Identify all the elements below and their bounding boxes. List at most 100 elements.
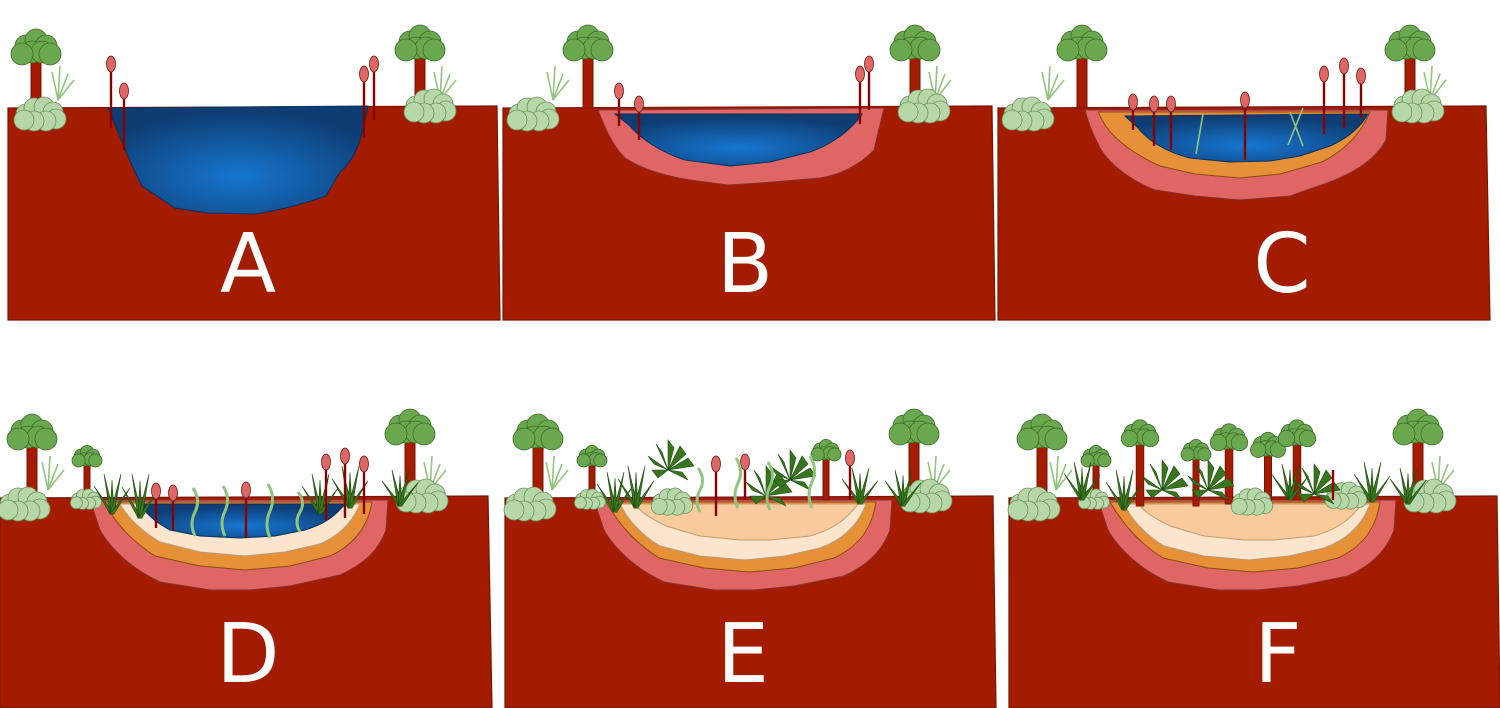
grass-blade	[57, 65, 61, 101]
cattail-head	[845, 449, 855, 467]
fern-frond	[1187, 475, 1209, 491]
fern-frond	[745, 481, 767, 497]
shrub-lobe	[1391, 101, 1413, 123]
grass-blade	[1195, 113, 1204, 155]
grass-blade	[545, 461, 553, 491]
tree-crown-lobe	[1197, 447, 1212, 462]
fern-frond	[789, 449, 797, 481]
tree-crown-lobe	[593, 453, 608, 468]
submerged-plant	[295, 491, 305, 533]
shrub-lobe	[650, 497, 668, 515]
fern-frond	[651, 469, 669, 479]
sedge-leaf	[109, 487, 131, 515]
fern-frond	[789, 479, 811, 491]
pond-water	[613, 113, 863, 167]
soil-ground	[502, 105, 996, 321]
grass-blade	[51, 71, 59, 101]
panel-e	[503, 408, 997, 708]
fern-frond	[765, 483, 793, 497]
tree-crown-lobe	[1120, 429, 1139, 448]
cattail-head	[711, 455, 721, 473]
grass-blade	[552, 65, 556, 101]
cattail-head	[119, 82, 129, 100]
tree-crown-lobe	[1209, 433, 1228, 452]
sedge-leaf	[612, 485, 634, 513]
tree-crown-lobe	[827, 447, 842, 462]
sedge-leaf	[1079, 475, 1101, 501]
fern-frond	[765, 495, 787, 507]
shrub-lobe	[574, 496, 587, 510]
fern-frond	[1313, 469, 1333, 495]
sedge-leaf	[1369, 475, 1391, 503]
fern-frond	[1161, 459, 1169, 491]
grass-blade	[47, 469, 65, 491]
tree-crown-lobe	[1141, 429, 1160, 448]
tree-crown-lobe	[1412, 38, 1436, 62]
grass-blade	[1055, 455, 1059, 491]
tree-crown-lobe	[1250, 441, 1267, 458]
sedge-leaf	[1121, 483, 1143, 511]
shrub-lobe	[0, 499, 19, 521]
grass-blade	[1047, 73, 1059, 101]
tree-crown-lobe	[71, 453, 86, 468]
cattail-head	[359, 65, 369, 83]
fern-frond	[1141, 475, 1163, 491]
tree-crown-lobe	[540, 427, 564, 451]
panel-label-f: F	[1254, 607, 1301, 702]
submerged-plant	[733, 457, 743, 509]
fern-frond	[667, 469, 689, 481]
tree-crown-lobe	[412, 422, 436, 446]
grass-blade	[551, 463, 563, 491]
cattail-head	[1166, 95, 1176, 113]
tree-crown-lobe	[1097, 453, 1112, 468]
fern-frond	[1207, 465, 1227, 491]
sedge-leaf	[137, 489, 159, 519]
grass-blade	[47, 463, 59, 491]
fern-frond	[1149, 463, 1163, 491]
tree-crown-lobe	[34, 427, 58, 451]
shrub-lobe	[13, 109, 35, 131]
submerged-plant	[190, 487, 200, 537]
fern-frond	[667, 445, 687, 471]
pond-water	[1123, 113, 1369, 163]
tree-crown-lobe	[888, 422, 912, 446]
fern-frond	[1297, 493, 1315, 503]
tree-crown-lobe	[1269, 441, 1286, 458]
panel-c	[997, 24, 1491, 321]
sedge-leaf	[633, 480, 655, 509]
cattail-head	[340, 447, 350, 465]
shrub-lobe	[897, 101, 919, 123]
fern-frond	[1293, 479, 1315, 495]
grass-blade	[47, 455, 51, 491]
cattail-head	[1149, 95, 1159, 113]
tree-crown-lobe	[1392, 422, 1416, 446]
cattail-head	[168, 484, 178, 502]
cattail-head	[1128, 93, 1138, 111]
grass-blade	[1055, 469, 1073, 491]
shrub-lobe	[1007, 499, 1029, 521]
tree-crown-lobe	[38, 42, 62, 66]
submerged-plant	[807, 455, 817, 509]
fern-frond	[1313, 463, 1321, 495]
tree-crown-lobe	[1230, 433, 1249, 452]
fern-frond	[773, 479, 791, 489]
panel-d	[0, 408, 493, 708]
cattail-head	[1240, 91, 1250, 109]
tree-crown-lobe	[10, 42, 34, 66]
cattail-head	[740, 453, 750, 471]
tree-crown-lobe	[916, 422, 940, 446]
grass-blade	[1049, 461, 1057, 491]
grass-blade	[552, 73, 564, 101]
submerged-plant	[265, 483, 275, 539]
cattail-head	[614, 82, 624, 100]
tree-crown-lobe	[1420, 422, 1444, 446]
tree-crown-lobe	[394, 38, 418, 62]
grass-blade	[1041, 71, 1049, 101]
panel-b	[502, 24, 996, 321]
cattail-head	[359, 455, 369, 473]
fern-frond	[1161, 465, 1181, 491]
shrub-lobe	[403, 101, 425, 123]
tree-crown-lobe	[1080, 453, 1095, 468]
grass-blade	[41, 461, 49, 491]
tree-crown-lobe	[384, 422, 408, 446]
